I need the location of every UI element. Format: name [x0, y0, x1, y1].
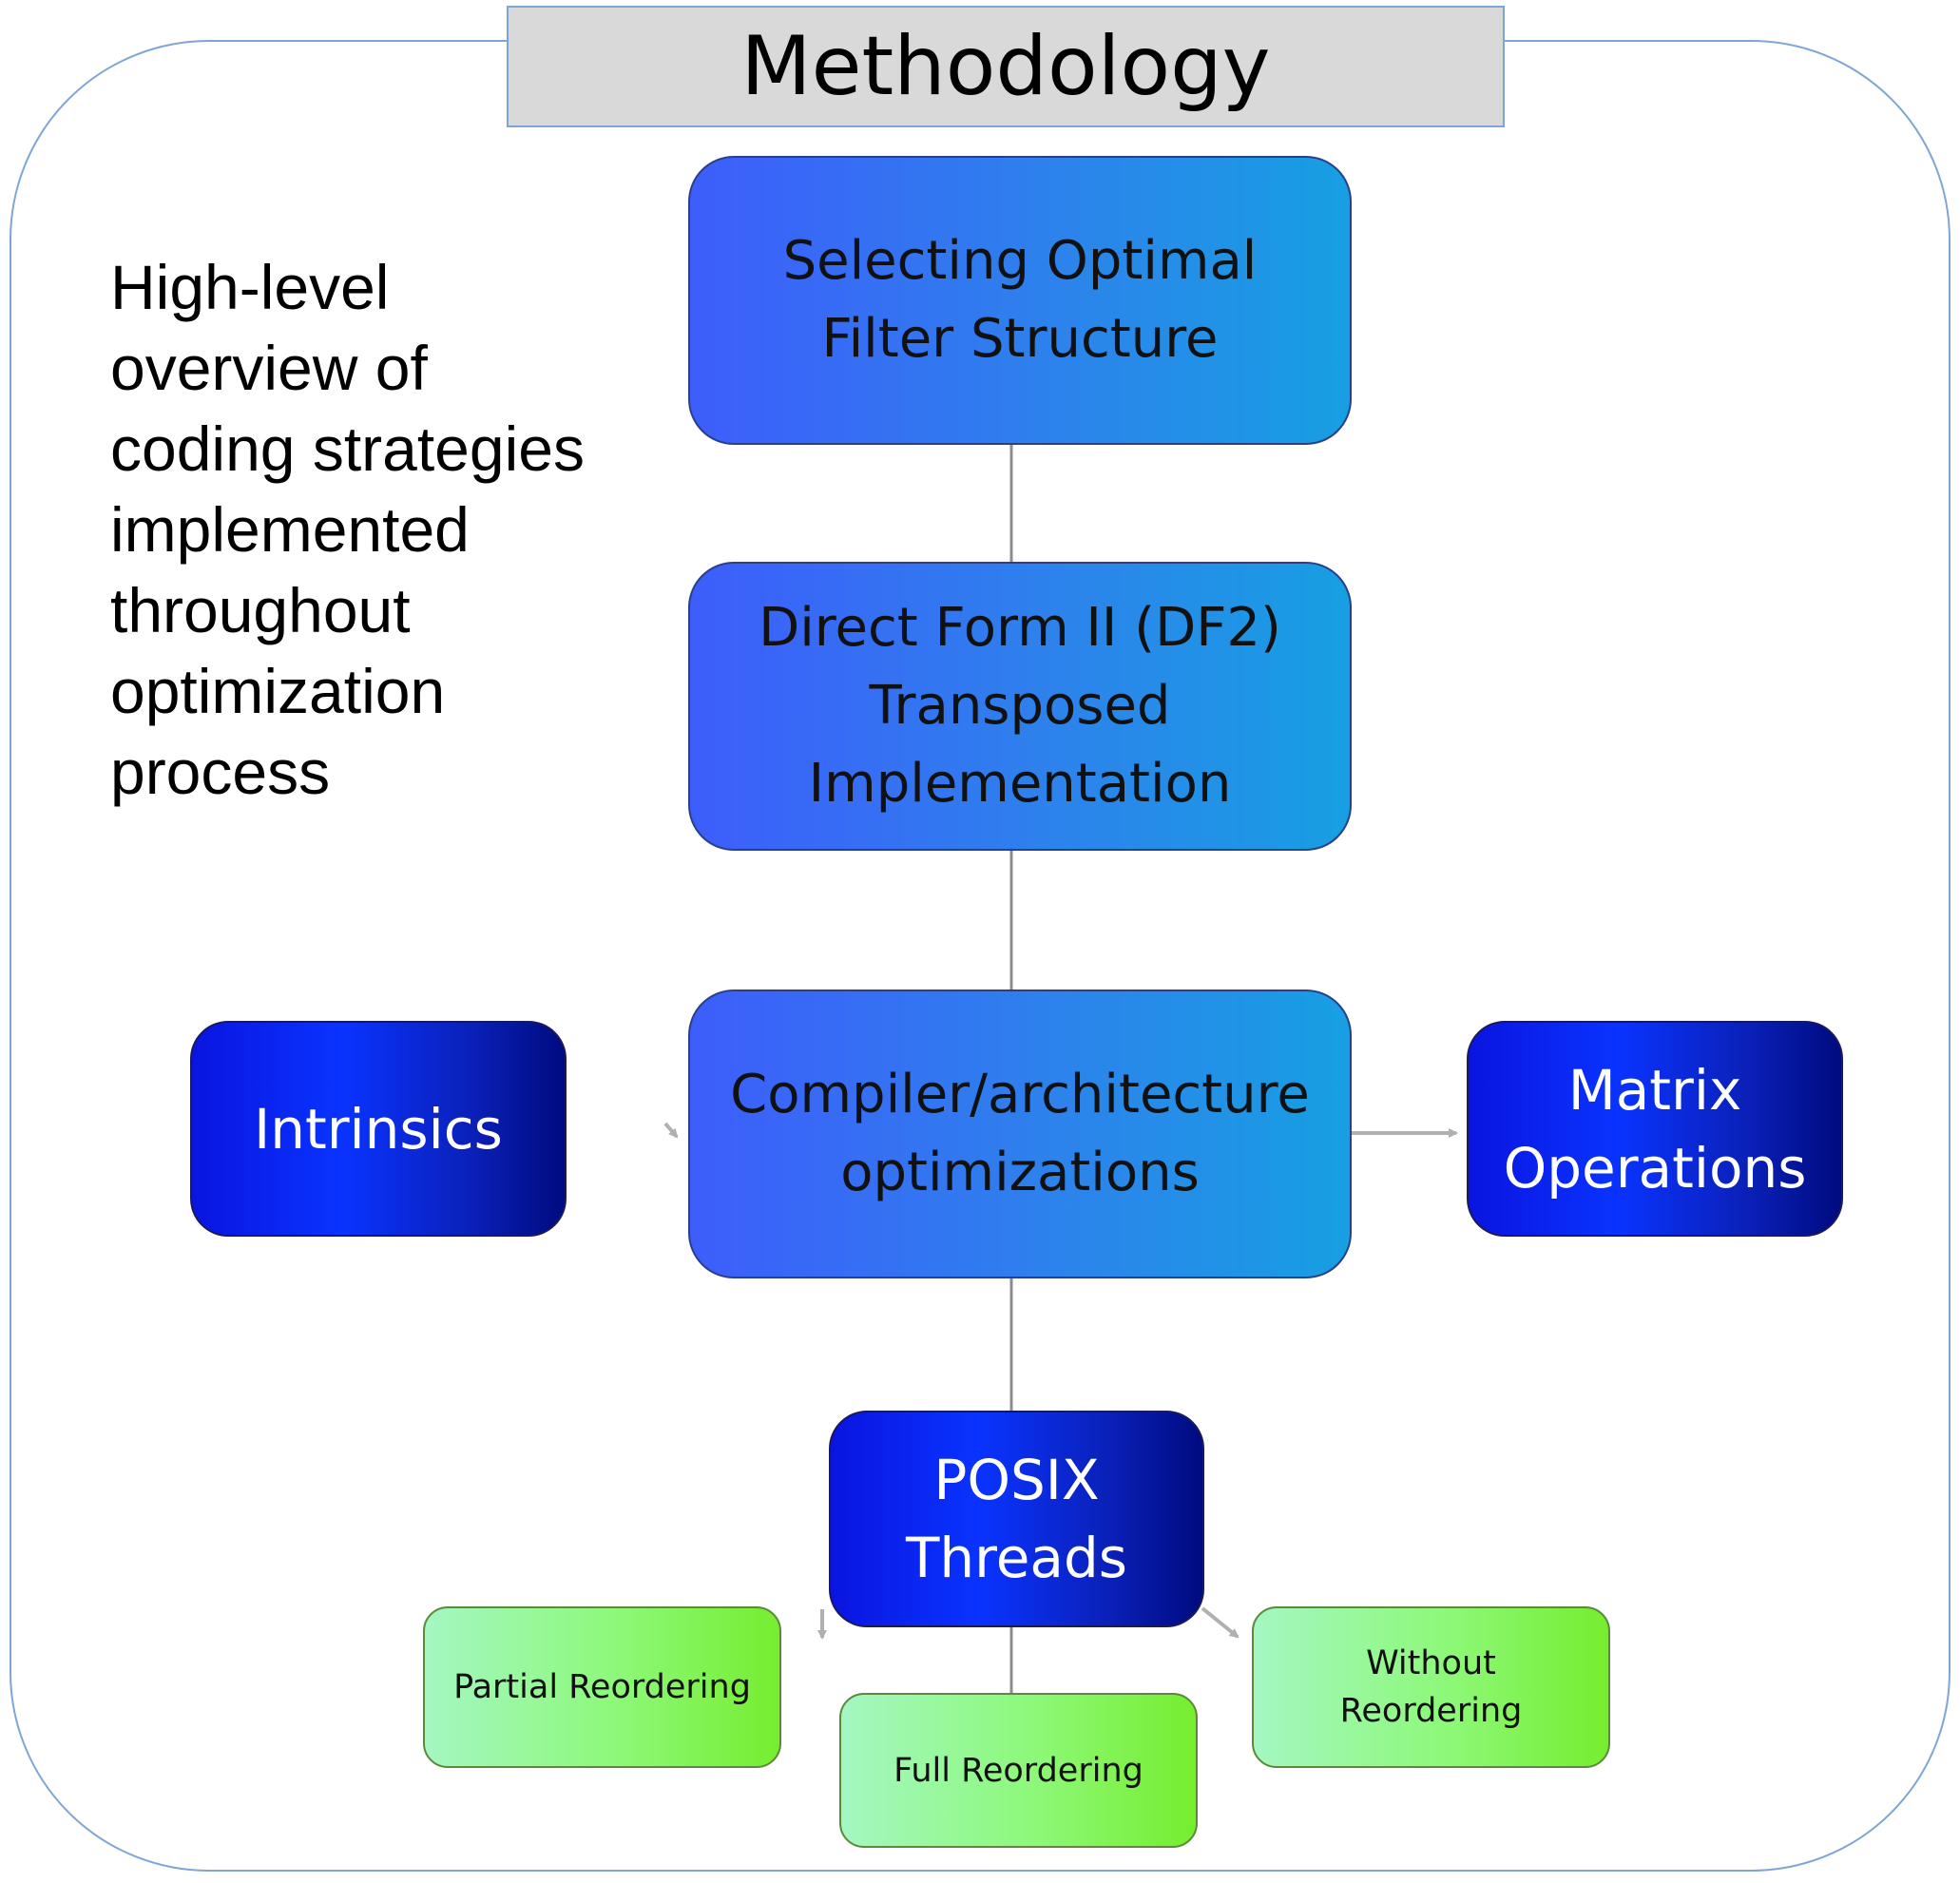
- node-intrinsics: Intrinsics: [190, 1021, 567, 1237]
- node-selecting-optimal-filter-structure: Selecting Optimal Filter Structure: [688, 156, 1352, 445]
- node-direct-form-ii-transposed: Direct Form II (DF2) Transposed Implemen…: [688, 562, 1352, 851]
- node-full-reordering: Full Reordering: [839, 1693, 1198, 1848]
- node-posix-threads: POSIX Threads: [829, 1411, 1204, 1627]
- node-without-reordering: Without Reordering: [1252, 1606, 1610, 1768]
- node-partial-reordering: Partial Reordering: [423, 1606, 781, 1768]
- diagram-title: Methodology: [507, 6, 1505, 127]
- node-compiler-architecture-optimizations: Compiler/architecture optimizations: [688, 990, 1352, 1278]
- overview-text: High-level overview of coding strategies…: [110, 252, 585, 807]
- node-matrix-operations: Matrix Operations: [1467, 1021, 1843, 1237]
